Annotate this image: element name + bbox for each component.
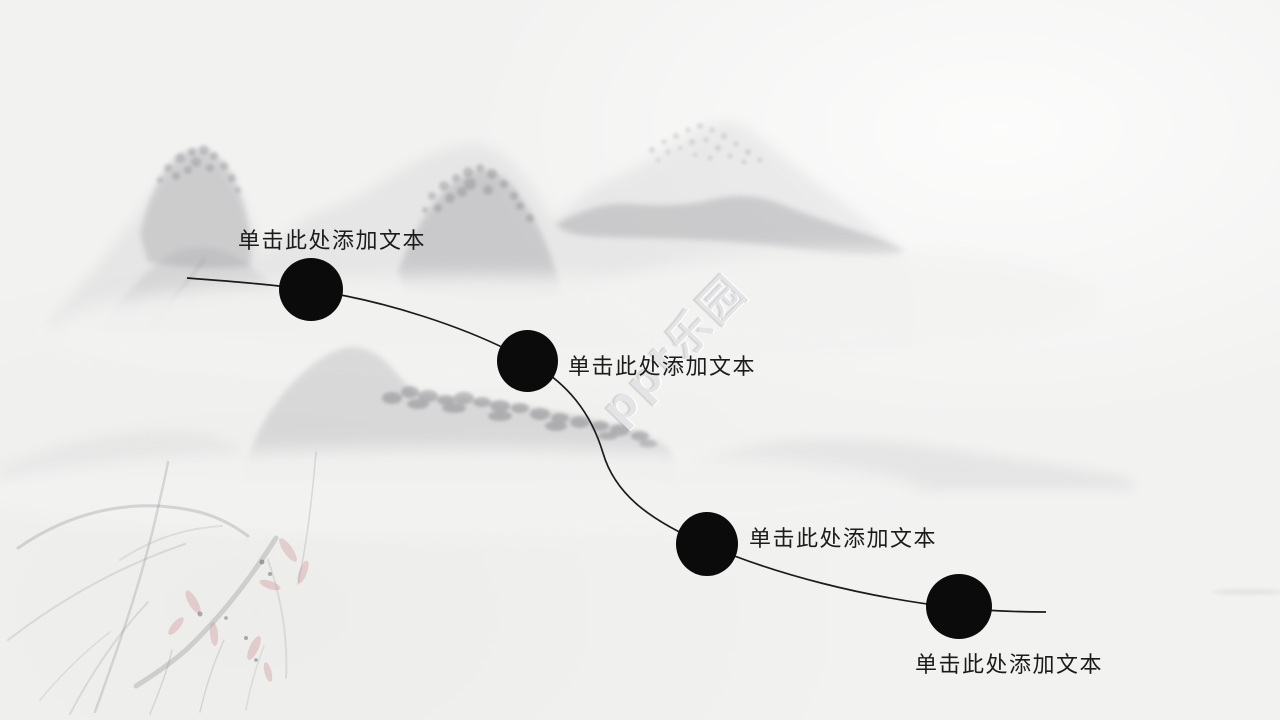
text-placeholder-1[interactable]: 单击此处添加文本 — [238, 228, 427, 253]
timeline-dot-1 — [279, 258, 343, 321]
mountain-range-middle — [0, 346, 1280, 595]
dotted-trees-ridge — [649, 123, 763, 165]
flow-curve — [186, 277, 1047, 613]
text-placeholder-4[interactable]: 单击此处添加文本 — [915, 652, 1104, 677]
tree-blobs-middle — [382, 386, 657, 448]
tree-dabs-central — [422, 164, 534, 222]
text-placeholder-2[interactable]: 单击此处添加文本 — [568, 354, 757, 379]
timeline-dot-2 — [497, 330, 558, 392]
orchid-flower-centers — [197, 559, 272, 662]
timeline-dot-4 — [926, 574, 992, 639]
text-placeholder-3[interactable]: 单击此处添加文本 — [749, 526, 938, 551]
orchid-painting — [7, 451, 317, 715]
orchid-petals — [168, 538, 309, 682]
mountain-range-top — [50, 122, 1100, 385]
tree-dabs-left-peak — [157, 145, 241, 193]
timeline-dot-3 — [676, 512, 738, 576]
